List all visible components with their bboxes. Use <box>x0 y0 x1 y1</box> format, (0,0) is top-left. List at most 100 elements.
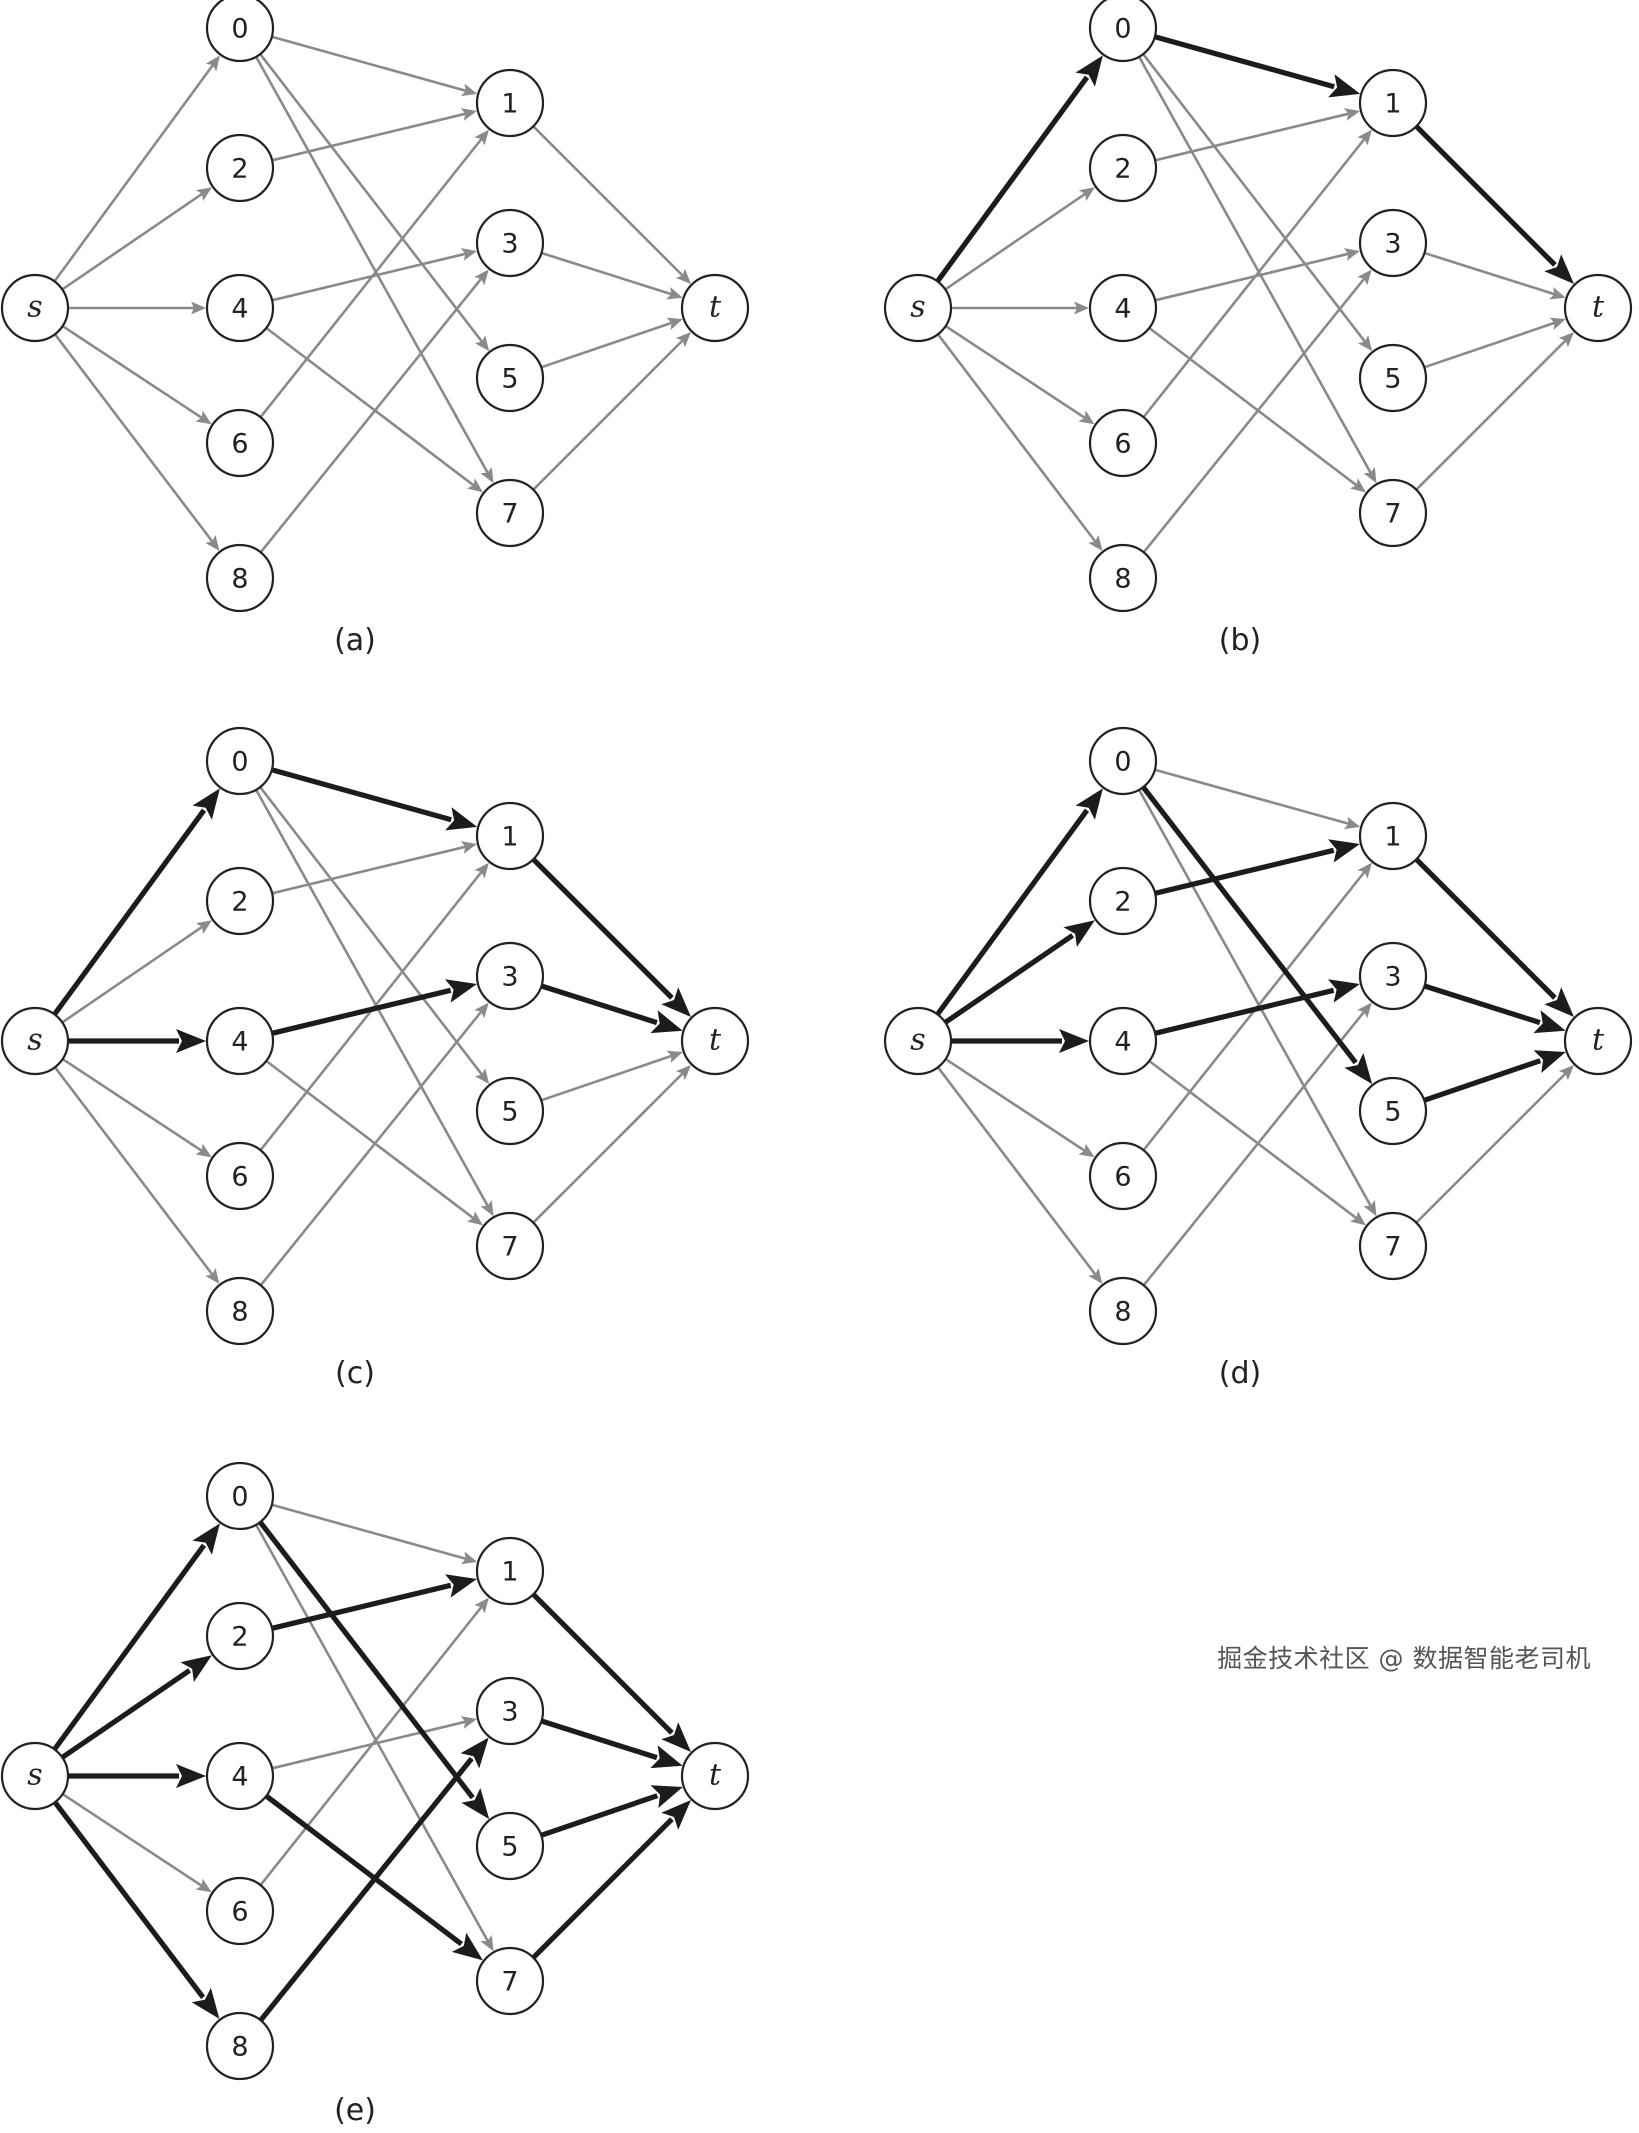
edge-s-0 <box>53 55 220 283</box>
node-label: 1 <box>1384 822 1401 853</box>
panel-label: (b) <box>1219 623 1261 658</box>
edge-s-4-flow <box>68 1029 206 1053</box>
node-label: 2 <box>1114 887 1131 918</box>
arrowhead <box>650 1010 683 1034</box>
arrowhead <box>474 1068 490 1085</box>
edge-s-0-flow <box>935 55 1103 283</box>
edge-5-t <box>1423 317 1566 369</box>
edge-s-6 <box>944 1058 1095 1158</box>
arrowhead <box>1088 1268 1103 1284</box>
node-label: 1 <box>501 822 518 853</box>
node-1: 1 <box>1358 801 1428 871</box>
edge-8-3 <box>259 269 489 554</box>
node-5: 5 <box>475 1811 545 1881</box>
arrowhead <box>1533 1050 1566 1073</box>
node-label: 2 <box>231 1622 248 1653</box>
node-6: 6 <box>1088 408 1158 478</box>
arrowhead <box>1350 478 1366 493</box>
edge-1-t-flow <box>531 1592 691 1752</box>
node-label: t <box>709 1023 722 1058</box>
watermark-text: 掘金技术社区 @ 数据智能老司机 <box>1217 1644 1591 1673</box>
edge-5-t-flow <box>540 1785 683 1838</box>
node-5: 5 <box>1358 343 1428 413</box>
node-2: 2 <box>205 1601 275 1671</box>
arrowhead <box>666 1050 683 1063</box>
node-4: 4 <box>205 1741 275 1811</box>
edge-s-4 <box>68 301 206 315</box>
node-8: 8 <box>205 2011 275 2081</box>
node-label: t <box>1592 1023 1605 1058</box>
arrowhead <box>1063 920 1095 947</box>
arrowhead <box>666 287 683 300</box>
edge-7-t <box>1415 332 1574 491</box>
edge-s-4-flow <box>951 1029 1089 1053</box>
arrowhead <box>661 1800 691 1830</box>
arrowhead <box>1328 74 1361 98</box>
node-label: 4 <box>1114 1027 1131 1058</box>
node-t: t <box>680 273 750 343</box>
node-label: 4 <box>231 294 248 325</box>
edge-4-7 <box>1148 1059 1366 1226</box>
arrowhead <box>474 129 489 146</box>
edge-s-6 <box>61 325 212 425</box>
edge-7-t <box>532 332 691 491</box>
arrowhead <box>1357 129 1372 146</box>
edge-s-2-flow <box>943 920 1095 1025</box>
arrowhead <box>666 317 683 330</box>
arrowhead <box>195 187 212 201</box>
arrowhead <box>461 1551 478 1565</box>
arrowhead <box>650 1785 683 1808</box>
edge-1-t <box>532 125 691 284</box>
edge-0-7 <box>1137 789 1377 1217</box>
arrowhead <box>192 788 220 820</box>
node-7: 7 <box>1358 478 1428 548</box>
edge-s-2-flow <box>60 1655 212 1760</box>
edge-3-t-flow <box>540 983 683 1034</box>
arrowhead <box>1363 1200 1377 1217</box>
arrowhead <box>480 467 494 484</box>
arrowhead <box>474 335 490 352</box>
node-0: 0 <box>1088 0 1158 63</box>
edge-5-t <box>540 317 683 369</box>
node-4: 4 <box>1088 1006 1158 1076</box>
arrowhead <box>474 862 489 879</box>
node-s: s <box>0 1006 70 1076</box>
arrowhead <box>460 108 477 121</box>
arrowhead <box>461 1788 490 1820</box>
edge-5-t-flow <box>1423 1050 1566 1103</box>
arrowhead <box>445 979 477 1003</box>
edge-s-8 <box>53 1066 220 1284</box>
arrowhead <box>467 478 483 493</box>
edge-8-3 <box>1142 1002 1372 1287</box>
arrowhead <box>675 1065 691 1081</box>
node-4: 4 <box>205 273 275 343</box>
edge-s-8 <box>936 1066 1103 1284</box>
arrowhead <box>460 841 477 854</box>
arrowhead <box>1078 1143 1095 1158</box>
arrowhead <box>650 1745 683 1769</box>
node-label: 2 <box>231 154 248 185</box>
edge-s-4-flow <box>68 1764 206 1788</box>
edge-s-2 <box>944 187 1095 291</box>
node-label: 0 <box>231 747 248 778</box>
edge-8-3 <box>1142 269 1372 554</box>
arrowhead <box>474 1597 489 1614</box>
node-6: 6 <box>1088 1141 1158 1211</box>
arrowhead <box>675 268 691 284</box>
arrowhead <box>205 535 220 551</box>
node-label: s <box>27 290 42 325</box>
edge-0-5-flow <box>1141 785 1373 1085</box>
node-label: t <box>709 290 722 325</box>
edge-4-3 <box>271 248 477 302</box>
arrowhead <box>1344 816 1361 830</box>
panel-label: (a) <box>334 623 376 658</box>
edge-2-1-flow <box>1154 839 1360 896</box>
edge-0-7 <box>1137 56 1377 484</box>
node-label: 3 <box>501 229 518 260</box>
node-label: 2 <box>1114 154 1131 185</box>
node-label: 8 <box>231 564 248 595</box>
edge-6-1 <box>259 1597 489 1887</box>
